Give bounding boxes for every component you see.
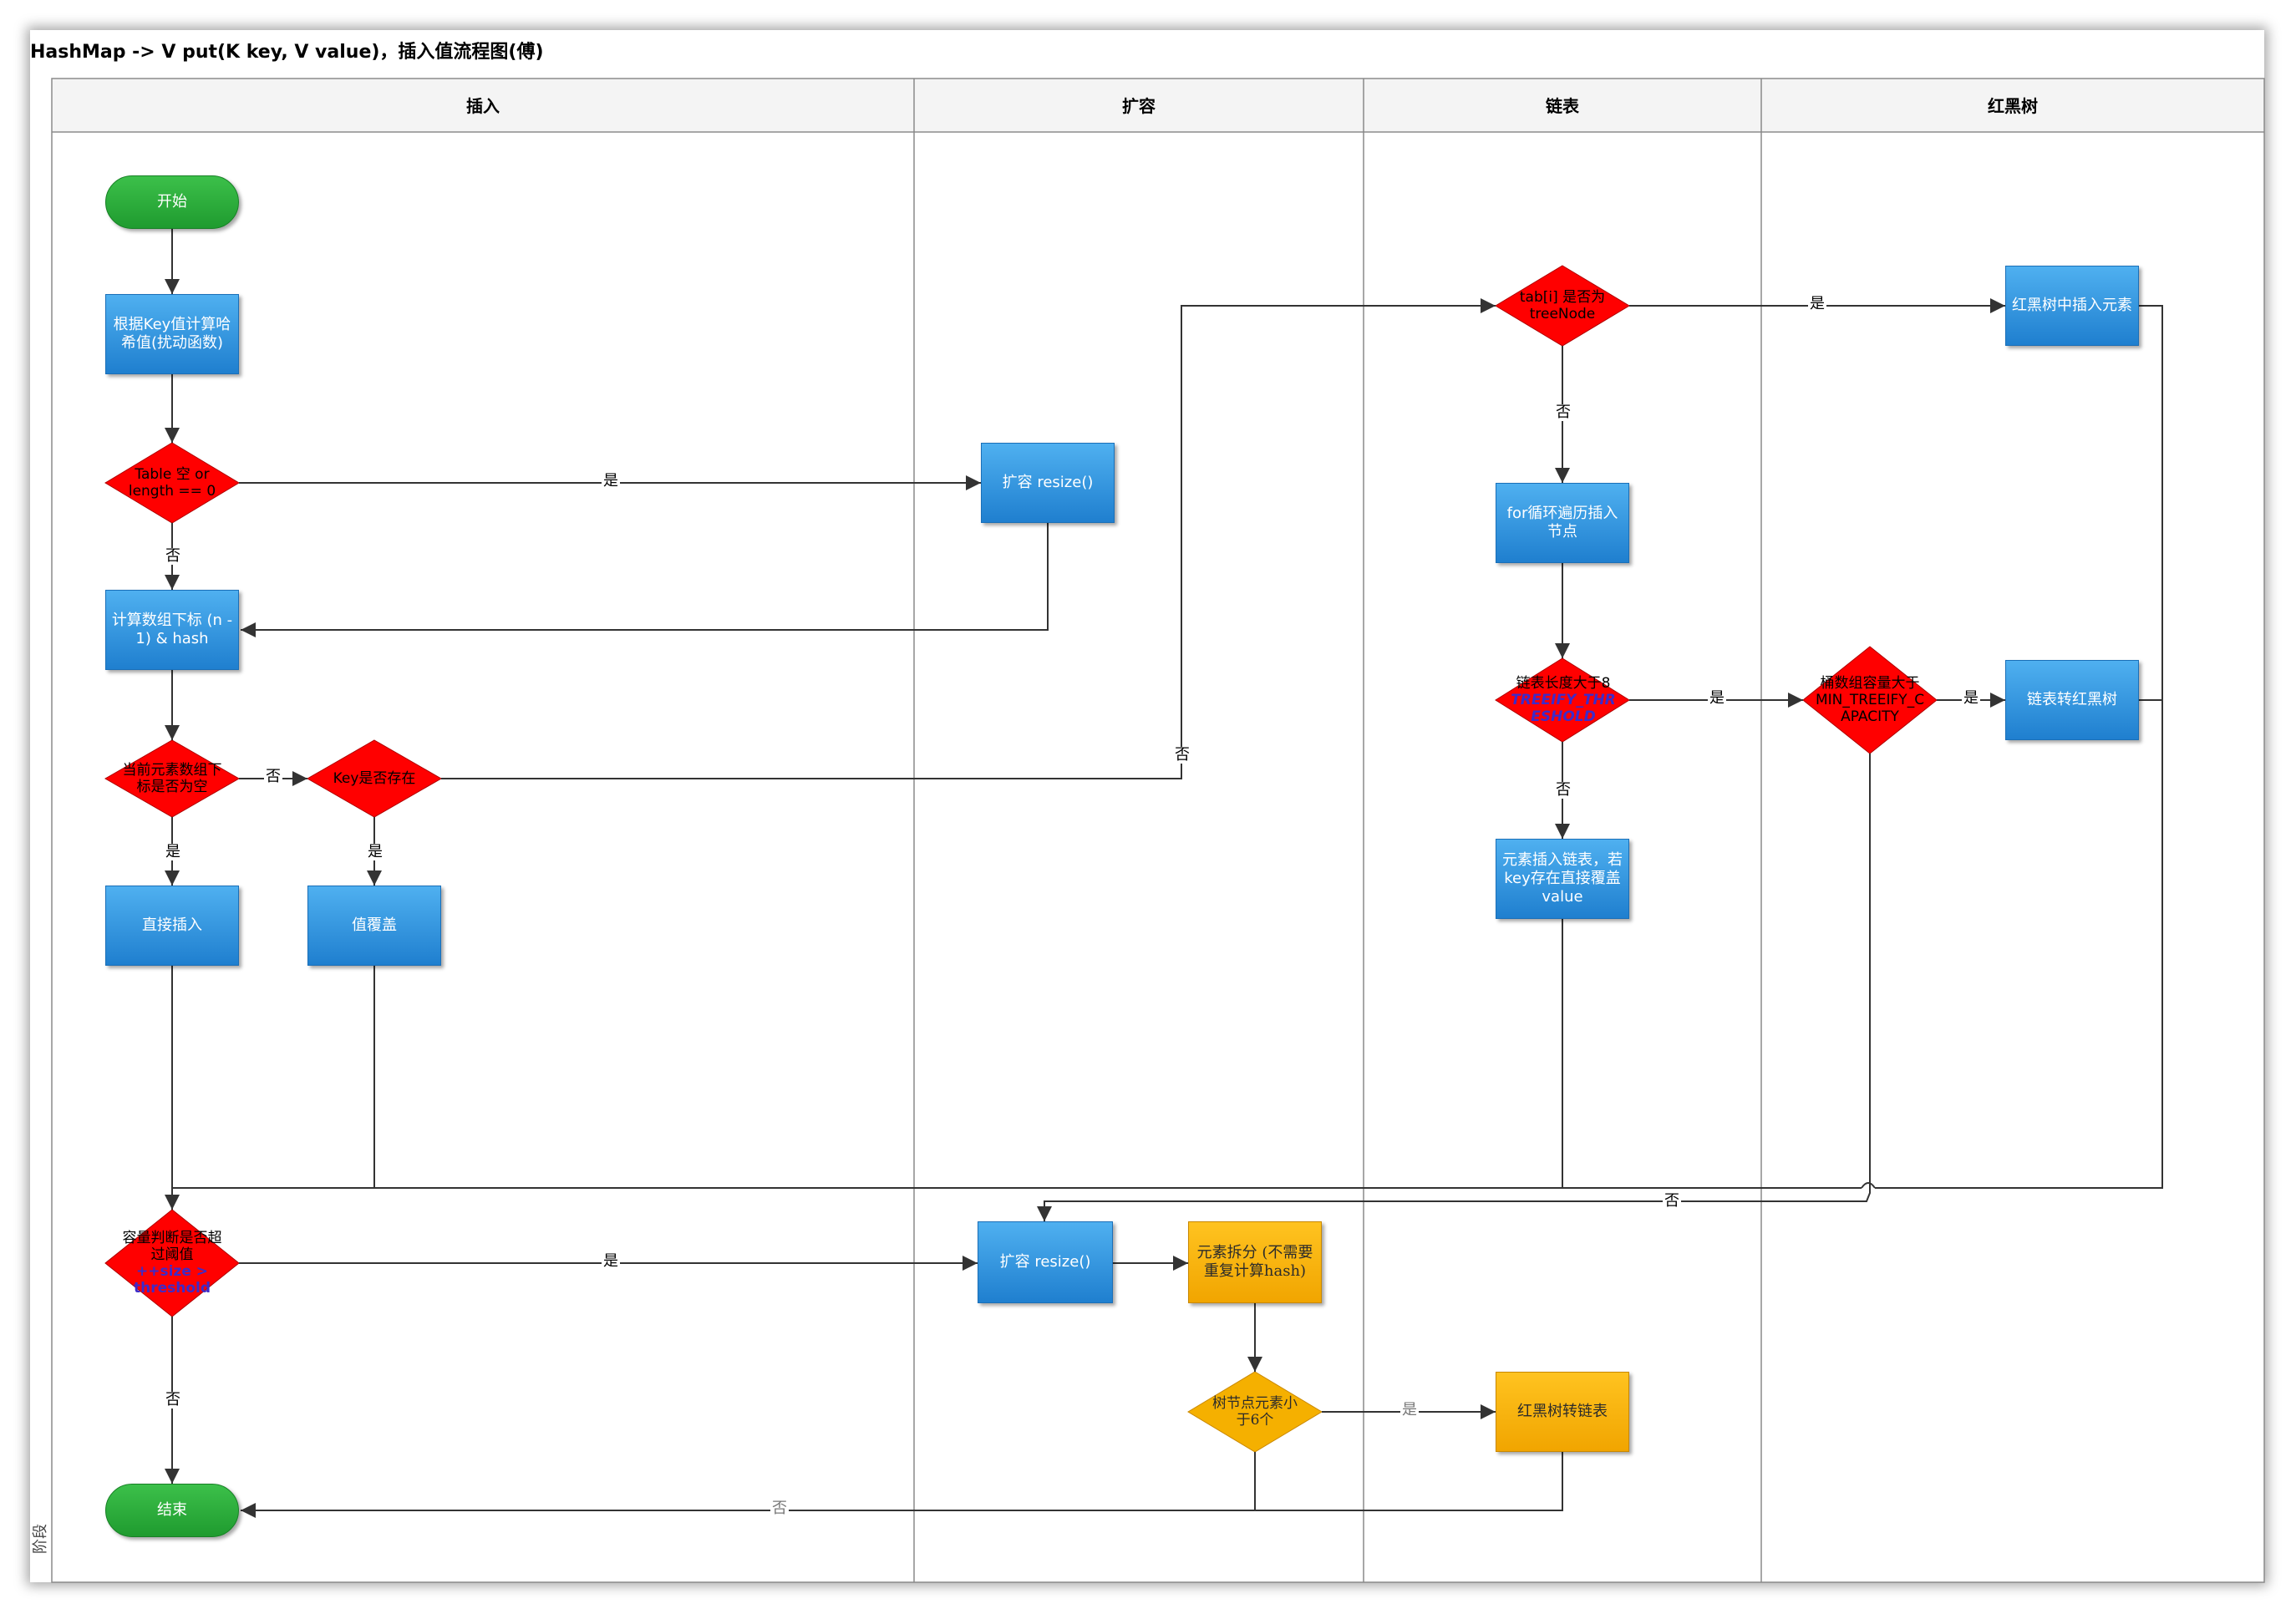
lane-title-red-black-tree: 红黑树	[1988, 96, 2038, 116]
slot-empty-label: 当前元素数组下标是否为空	[122, 762, 222, 795]
stage-label: 阶段	[32, 1524, 49, 1554]
for-loop-box[interactable]: for循环遍历插入节点	[1496, 483, 1629, 563]
tree-small-label: 树节点元素小于6个	[1212, 1395, 1298, 1429]
edge-label-no: 否	[770, 1500, 789, 1517]
table-empty-label: Table 空 or length == 0	[128, 466, 216, 500]
list-insert-box[interactable]: 元素插入链表，若key存在直接覆盖value	[1496, 839, 1629, 919]
table-empty-decision[interactable]: Table 空 or length == 0	[114, 459, 231, 506]
direct-insert-label: 直接插入	[142, 916, 202, 934]
calc-index-box[interactable]: 计算数组下标 (n - 1) & hash	[105, 590, 239, 670]
edge-label-yes: 是	[1962, 689, 1980, 707]
rbt-to-list-box[interactable]: 红黑树转链表	[1496, 1372, 1629, 1452]
list-insert-label: 元素插入链表，若key存在直接覆盖value	[1502, 851, 1623, 906]
start-label: 开始	[157, 193, 187, 211]
diagram-frame	[30, 30, 2264, 1582]
resize-label-2: 扩容 resize()	[999, 1253, 1091, 1271]
edge-label-yes: 是	[164, 843, 182, 860]
resize-box-1[interactable]: 扩容 resize()	[981, 443, 1115, 523]
list-length-label: 链表长度大于8	[1516, 675, 1611, 692]
value-override-label: 值覆盖	[352, 916, 397, 934]
list-length-decision[interactable]: 链表长度大于8 TREEIFY_THRESHOLD	[1504, 668, 1623, 732]
end-terminal[interactable]: 结束	[105, 1484, 239, 1537]
threshold-expr-size: ++size >	[135, 1263, 209, 1280]
calc-index-label: 计算数组下标 (n - 1) & hash	[111, 612, 233, 647]
threshold-decision[interactable]: 容量判断是否超过阈值 ++size > threshold	[112, 1225, 232, 1302]
split-label: 元素拆分 (不需要重复计算hash)	[1196, 1244, 1313, 1280]
edge-label-no: 否	[1554, 781, 1572, 799]
lane-title-resize: 扩容	[1122, 96, 1156, 116]
edge-label-yes: 是	[602, 472, 620, 490]
rbt-to-list-label: 红黑树转链表	[1517, 1403, 1608, 1420]
is-treenode-decision[interactable]: tab[i] 是否为 treeNode	[1504, 282, 1621, 329]
bucket-capacity-label: 桶数组容量大于	[1820, 675, 1920, 692]
decision-shapes	[104, 265, 1938, 1453]
edge-label-no: 否	[264, 768, 282, 785]
calc-hash-label: 根据Key值计算哈希值(扰动函数)	[113, 316, 231, 352]
calc-hash-box[interactable]: 根据Key值计算哈希值(扰动函数)	[105, 294, 239, 374]
for-loop-label: for循环遍历插入节点	[1506, 505, 1618, 541]
list-to-rbt-box[interactable]: 链表转红黑树	[2005, 660, 2139, 740]
direct-insert-box[interactable]: 直接插入	[105, 886, 239, 966]
key-exists-decision[interactable]: Key是否存在	[316, 767, 433, 790]
key-exists-label: Key是否存在	[333, 770, 416, 787]
resize-box-2[interactable]: 扩容 resize()	[978, 1221, 1113, 1303]
tree-small-decision[interactable]: 树节点元素小于6个	[1201, 1392, 1308, 1432]
edge-label-no: 否	[1663, 1192, 1681, 1210]
edge-label-yes: 是	[602, 1252, 620, 1270]
lane-title-insert: 插入	[466, 96, 500, 116]
edge-label-yes: 是	[1708, 689, 1726, 707]
rbt-insert-label: 红黑树中插入元素	[2012, 297, 2132, 314]
edge-label-yes: 是	[1808, 295, 1826, 312]
value-override-box[interactable]: 值覆盖	[307, 886, 441, 966]
edge-label-no: 否	[1554, 404, 1572, 421]
treeify-threshold-label: TREEIFY_THRESHOLD	[1511, 692, 1616, 725]
split-box[interactable]: 元素拆分 (不需要重复计算hash)	[1188, 1221, 1322, 1303]
diagram-title: HashMap -> V put(K key, V value)，插入值流程图(…	[30, 42, 544, 63]
slot-empty-decision[interactable]: 当前元素数组下标是否为空	[114, 757, 231, 800]
edge-label-yes: 是	[366, 843, 384, 860]
bucket-capacity-decision[interactable]: 桶数组容量大于 MIN_TREEIFY_CAPACITY	[1808, 662, 1932, 738]
end-label: 结束	[157, 1501, 187, 1519]
list-to-rbt-label: 链表转红黑树	[2027, 691, 2117, 708]
edge-label-no: 否	[164, 547, 182, 565]
resize-label-1: 扩容 resize()	[1002, 474, 1094, 491]
lane-header-bg	[53, 79, 2263, 131]
lane-title-linked-list: 链表	[1546, 96, 1579, 116]
is-treenode-label: tab[i] 是否为 treeNode	[1519, 289, 1606, 322]
threshold-expr-threshold: threshold	[133, 1280, 211, 1297]
edge-label-no: 否	[164, 1391, 182, 1408]
start-terminal[interactable]: 开始	[105, 175, 239, 229]
threshold-label: 容量判断是否超过阈值	[122, 1230, 222, 1263]
edge-label-yes: 是	[1400, 1401, 1419, 1419]
swimlane-grid	[51, 78, 2265, 1583]
edge-label-no: 否	[1173, 746, 1191, 764]
rbt-insert-box[interactable]: 红黑树中插入元素	[2005, 266, 2139, 346]
min-treeify-capacity-label: MIN_TREEIFY_CAPACITY	[1815, 692, 1925, 725]
